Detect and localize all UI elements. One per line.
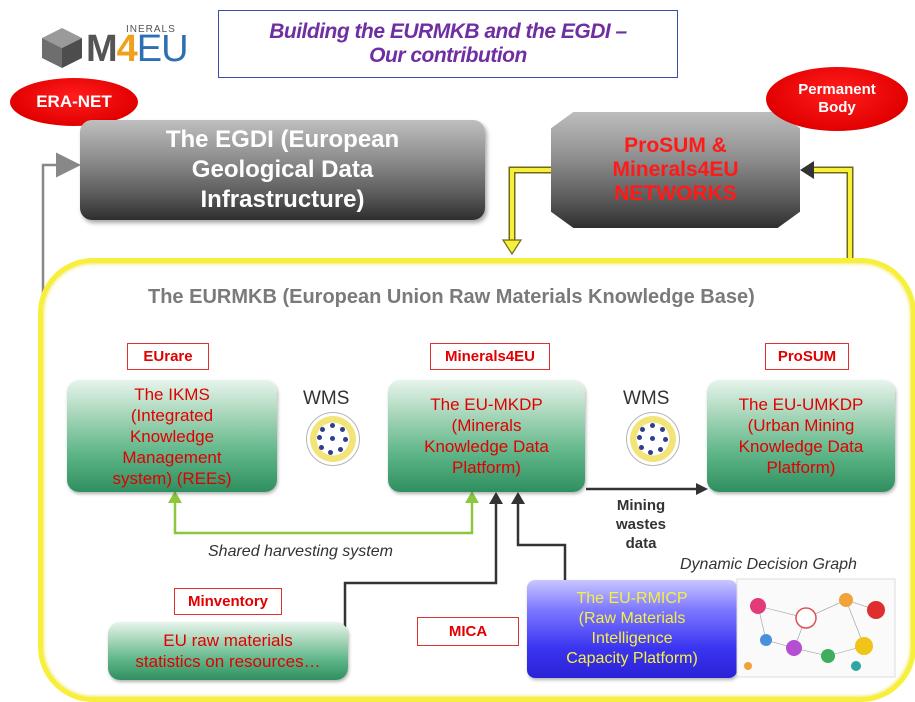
eurmkb-title: The EURMKB (European Union Raw Materials… — [148, 286, 755, 308]
mining-wastes-label: Mining wastes data — [615, 497, 667, 552]
inspire-seal-icon — [626, 412, 680, 466]
networks-box: ProSUM & Minerals4EU NETWORKS — [551, 112, 800, 228]
mica-tag: MICA — [417, 617, 519, 646]
prosum-tag: ProSUM — [765, 343, 849, 370]
inspire-seal-icon — [306, 412, 360, 466]
minerals4eu-tag: Minerals4EU — [430, 343, 550, 370]
dynamic-decision-graph-label: Dynamic Decision Graph — [680, 556, 857, 573]
egdi-box: The EGDI (European Geological Data Infra… — [80, 120, 485, 220]
networks-to-eurmkb-arrow — [508, 166, 551, 242]
permanent-body-badge: Permanent Body — [766, 67, 908, 131]
eurmkb-to-networks-arrow — [812, 166, 854, 262]
rmicp-box: The EU-RMICP (Raw Materials Intelligence… — [527, 580, 737, 678]
wms-label-left: WMS — [303, 388, 350, 409]
minventory-box: EU raw materials statistics on resources… — [108, 622, 348, 680]
wms-label-right: WMS — [623, 388, 670, 409]
cube-icon — [42, 28, 82, 68]
minerals4eu-logo: INERALS M4EU — [40, 22, 190, 72]
decision-graph-thumbnail — [736, 578, 896, 678]
umkdp-box: The EU-UMKDP (Urban Mining Knowledge Dat… — [707, 380, 895, 492]
era-net-badge: ERA-NET — [10, 78, 138, 126]
eurare-tag: EUrare — [127, 343, 209, 370]
minventory-tag: Minventory — [174, 588, 282, 615]
page-title: Building the EURMKB and the EGDI – Our c… — [218, 10, 678, 78]
ikms-box: The IKMS (Integrated Knowledge Managemen… — [67, 380, 277, 492]
shared-harvesting-label: Shared harvesting system — [208, 543, 393, 560]
mkdp-box: The EU-MKDP (Minerals Knowledge Data Pla… — [388, 380, 585, 492]
